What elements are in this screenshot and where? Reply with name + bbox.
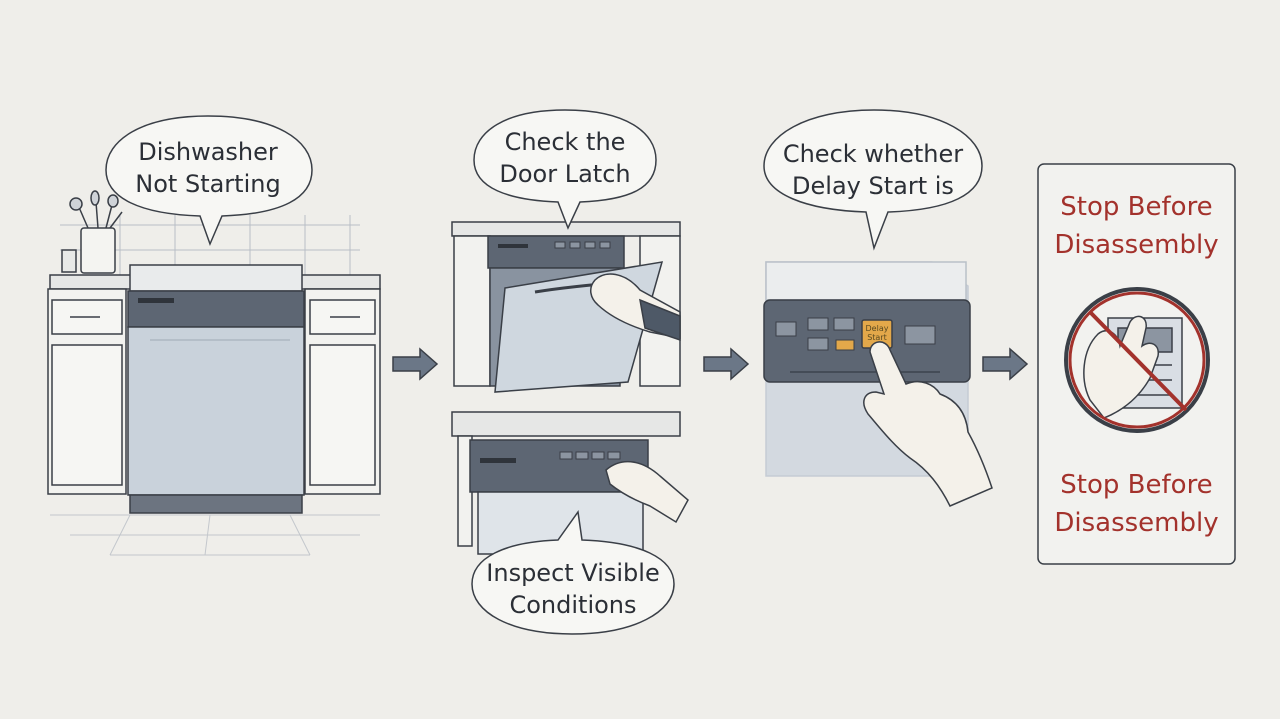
- panel-door-latch: [451, 109, 681, 393]
- panel-delay-start: [763, 109, 993, 507]
- speech-bubble-2: [473, 109, 657, 230]
- arrow-right-icon: [392, 347, 439, 381]
- panel-stop-before-disassembly: [1037, 163, 1236, 565]
- step-label-inspect-visible-conditions: Inspect Visible Conditions: [486, 559, 660, 619]
- warning-text-top: Stop Before Disassembly: [1054, 192, 1219, 260]
- speech-bubble-3: [471, 510, 675, 635]
- step-label-dishwasher-not-starting: Dishwasher Not Starting: [135, 138, 281, 198]
- speech-bubble-4: [763, 109, 983, 251]
- dishwasher-door: [127, 326, 305, 496]
- arrow-right-icon: [982, 347, 1029, 381]
- step-label-check-delay-start: Check whether Delay Start is: [782, 140, 964, 200]
- no-hands-prohibition-icon: [1064, 287, 1210, 433]
- panel-dishwasher-not-starting: [47, 115, 381, 556]
- delay-start-button-label: Delay Start: [865, 324, 889, 342]
- step-label-check-door-latch: Check the Door Latch: [499, 128, 631, 188]
- dishwasher-top: [129, 264, 303, 292]
- dishwasher-panel: [127, 290, 305, 328]
- warning-text-bottom: Stop Before Disassembly: [1054, 470, 1219, 538]
- utensil-crock: [80, 227, 116, 274]
- speech-bubble-1: [105, 115, 313, 247]
- dishwasher-kick-plate: [129, 494, 303, 514]
- floor-lines: [50, 514, 380, 556]
- panel-visible-conditions: [451, 411, 689, 635]
- arrow-right-icon: [703, 347, 750, 381]
